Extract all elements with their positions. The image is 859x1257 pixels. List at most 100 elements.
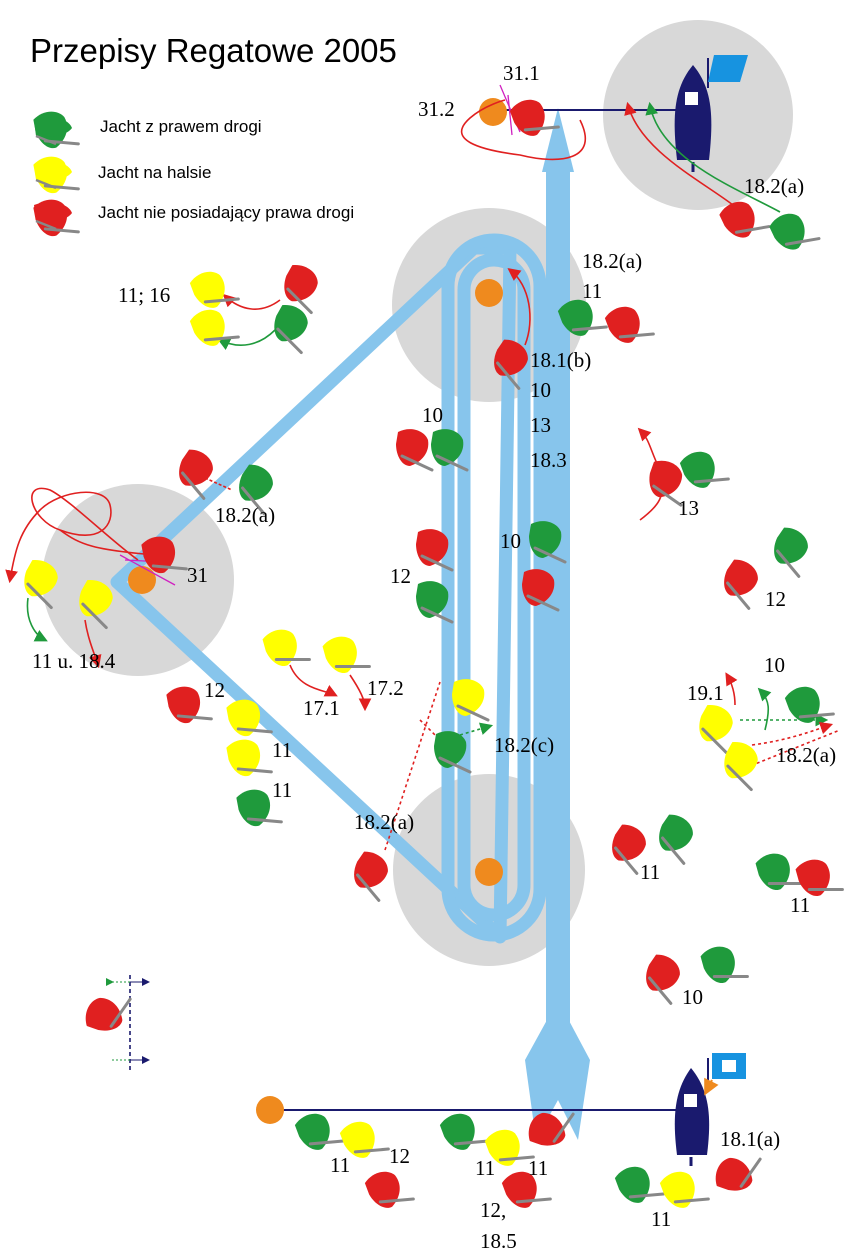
arrow-icon <box>645 101 781 213</box>
yacht-icon <box>226 739 273 777</box>
start-arrow-icon <box>525 1000 590 1140</box>
arrow-icon <box>84 619 102 669</box>
sail-shape <box>494 339 528 376</box>
sail-shape <box>724 559 758 596</box>
hull-shape <box>726 764 753 792</box>
rule-label: 10 <box>764 653 785 677</box>
yacht-icon <box>416 529 454 572</box>
hull-shape <box>420 606 454 624</box>
hull-shape <box>628 1192 665 1199</box>
arrow-icon <box>59 529 156 556</box>
sail-shape <box>189 309 225 346</box>
yacht-icon <box>274 305 308 355</box>
yacht-icon <box>416 581 454 624</box>
sail-shape <box>34 161 72 181</box>
sail-shape <box>612 824 646 861</box>
rule-label: 11; 16 <box>118 283 170 307</box>
yacht-icon <box>612 824 646 875</box>
yacht-icon <box>354 851 388 902</box>
yacht-icon <box>452 679 490 722</box>
hull-shape <box>151 564 188 571</box>
arrow-icon <box>751 721 834 746</box>
sail-shape <box>141 536 176 574</box>
sail-shape <box>339 1121 375 1158</box>
hull-shape <box>776 549 801 578</box>
yacht-icon <box>795 859 844 896</box>
sail-shape <box>354 851 388 888</box>
sail-shape <box>501 1171 537 1208</box>
rule-label: 18.2(a) <box>744 174 804 198</box>
rule-label: 18.2(a) <box>354 810 414 834</box>
hull-shape <box>673 1197 710 1204</box>
hull-shape <box>456 704 490 722</box>
arrow-icon <box>459 722 494 736</box>
sail-shape <box>262 629 297 666</box>
rule-label: 13 <box>530 413 551 437</box>
sail-shape <box>769 213 805 250</box>
legend-label: Jacht na halsie <box>98 163 211 182</box>
hull-shape <box>533 546 567 564</box>
hull-shape <box>767 881 804 885</box>
sail-shape <box>166 686 201 724</box>
legend-item: Jacht nie posiadający prawa drogi <box>98 203 354 222</box>
rule-label: 19.1 <box>687 681 724 705</box>
rule-label: 10 <box>422 403 443 427</box>
yacht-icon <box>239 464 273 515</box>
hull-shape <box>308 1139 345 1146</box>
hull-shape <box>236 727 273 734</box>
mark-buoy-icon <box>256 1096 284 1124</box>
yacht-icon <box>784 686 835 723</box>
rule-label: 18.1(a) <box>720 1127 780 1151</box>
rule-label: 18.3 <box>530 448 567 472</box>
yacht-icon <box>699 705 733 755</box>
rule-label: 11 <box>475 1156 495 1180</box>
rule-label: 11 <box>651 1207 671 1231</box>
hull-shape <box>35 178 57 190</box>
yacht-icon <box>339 1121 390 1158</box>
hull-shape <box>661 836 686 865</box>
yacht-icon <box>322 636 371 673</box>
sail-shape <box>659 1171 695 1208</box>
hull-shape <box>614 846 639 875</box>
committee-boat-icon <box>674 1068 710 1155</box>
sail-shape <box>236 789 271 827</box>
hull-shape <box>798 712 835 719</box>
rule-label: 11 <box>528 1156 548 1180</box>
arrow-icon <box>222 293 281 310</box>
hull-shape <box>435 454 469 472</box>
yacht-icon <box>85 997 132 1031</box>
yacht-icon <box>262 629 311 666</box>
sail-shape <box>509 99 545 136</box>
mark-buoy-icon <box>475 858 503 886</box>
hull-shape <box>353 1147 390 1154</box>
yacht-icon <box>439 1113 490 1150</box>
arrow-icon <box>624 101 734 206</box>
hull-shape <box>712 974 749 978</box>
sail-shape <box>34 202 72 222</box>
yacht-icon <box>724 559 758 610</box>
diagram-title: Przepisy Regatowe 2005 <box>30 32 397 69</box>
legend-item: Jacht z prawem drogi <box>100 117 262 136</box>
legend-label: Jacht z prawem drogi <box>100 117 262 136</box>
hull-shape <box>571 325 608 332</box>
arrow-icon <box>461 99 587 161</box>
rule-label: 13 <box>678 496 699 520</box>
arrow-icon <box>507 268 531 346</box>
sail-shape <box>557 299 593 336</box>
yacht-icon <box>24 560 58 610</box>
rule-labels: 31.1 31.2 18.2(a) 18.2(a) 11 18.1(b) 10 … <box>32 61 836 1253</box>
rule-label: 12 <box>389 1144 410 1168</box>
arrow-icon <box>289 664 338 697</box>
rule-label: 12 <box>765 587 786 611</box>
hull-shape <box>109 997 132 1028</box>
yacht-icon <box>604 306 655 343</box>
legend-swatch-yacht-icon <box>34 202 72 231</box>
rule-label: 18.2(a) <box>215 503 275 527</box>
rule-label: 31.2 <box>418 97 455 121</box>
yacht-icon <box>557 299 608 336</box>
rule-label: 11 <box>330 1153 350 1177</box>
yacht-icon <box>719 201 771 238</box>
hull-shape <box>523 125 560 132</box>
legend-swatch-yacht-icon <box>34 161 72 190</box>
sail-shape <box>189 271 225 308</box>
